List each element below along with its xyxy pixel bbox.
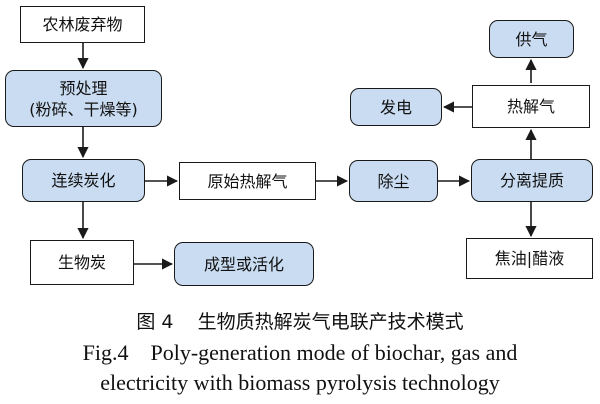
node-waste-label: 农林废弃物 <box>42 15 123 34</box>
caption-english-line-1: Fig.4 Poly-generation mode of biochar, g… <box>82 340 518 365</box>
node-separate-label: 分离提质 <box>499 171 564 190</box>
caption-chinese: 图 4 生物质热解炭气电联产技术模式 <box>136 311 464 333</box>
node-carbonize: 连续炭化 <box>22 159 145 202</box>
node-pyro-gas-label: 热解气 <box>506 97 555 116</box>
node-tar-label: 焦油|醋液 <box>494 249 565 268</box>
node-biochar-label: 生物炭 <box>57 253 106 272</box>
node-power-label: 发电 <box>379 97 412 117</box>
node-heat-label: 供气 <box>515 29 548 49</box>
node-forming: 成型或活化 <box>174 242 314 286</box>
node-tar: 焦油|醋液 <box>466 238 593 279</box>
node-dedust-label: 除尘 <box>377 171 410 191</box>
node-power: 发电 <box>350 88 442 126</box>
node-raw-gas-label: 原始热解气 <box>207 171 288 191</box>
node-heat: 供气 <box>489 20 574 58</box>
node-separate: 分离提质 <box>471 159 593 202</box>
node-dedust: 除尘 <box>349 160 438 202</box>
node-carbonize-label: 连续炭化 <box>51 171 116 190</box>
caption-english-line-2: electricity with biomass pyrolysis techn… <box>100 370 500 395</box>
node-pretreat-label-2: (粉碎、干燥等) <box>29 99 138 119</box>
node-pretreat-label-1: 预处理 <box>59 78 108 98</box>
node-forming-label: 成型或活化 <box>203 254 284 274</box>
node-biochar: 生物炭 <box>30 240 134 285</box>
node-raw-gas: 原始热解气 <box>179 162 316 200</box>
node-pretreat: 预处理 (粉碎、干燥等) <box>5 70 162 127</box>
node-waste: 农林废弃物 <box>20 6 145 43</box>
node-pyro-gas: 热解气 <box>472 85 590 128</box>
